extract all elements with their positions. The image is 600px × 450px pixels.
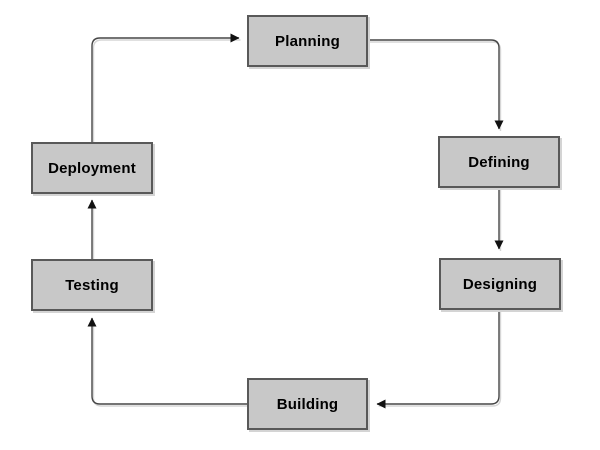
node-defining: Defining: [438, 136, 560, 188]
node-testing: Testing: [31, 259, 153, 311]
node-testing-label: Testing: [65, 276, 119, 294]
node-deployment: Deployment: [31, 142, 153, 194]
connector-designing-to-building: [376, 310, 500, 409]
connector-building-to-testing: [87, 317, 247, 405]
connector-planning-to-defining: [368, 39, 504, 130]
node-designing-label: Designing: [462, 275, 538, 293]
node-planning-label: Planning: [275, 32, 340, 50]
node-building: Building: [247, 378, 368, 430]
node-deployment-label: Deployment: [48, 159, 136, 177]
node-building-label: Building: [276, 395, 339, 413]
node-designing: Designing: [439, 258, 561, 310]
connector-deployment-to-planning: [91, 33, 240, 142]
node-defining-label: Defining: [468, 153, 530, 171]
node-planning: Planning: [247, 15, 368, 67]
connector-shadows: [92, 39, 502, 407]
